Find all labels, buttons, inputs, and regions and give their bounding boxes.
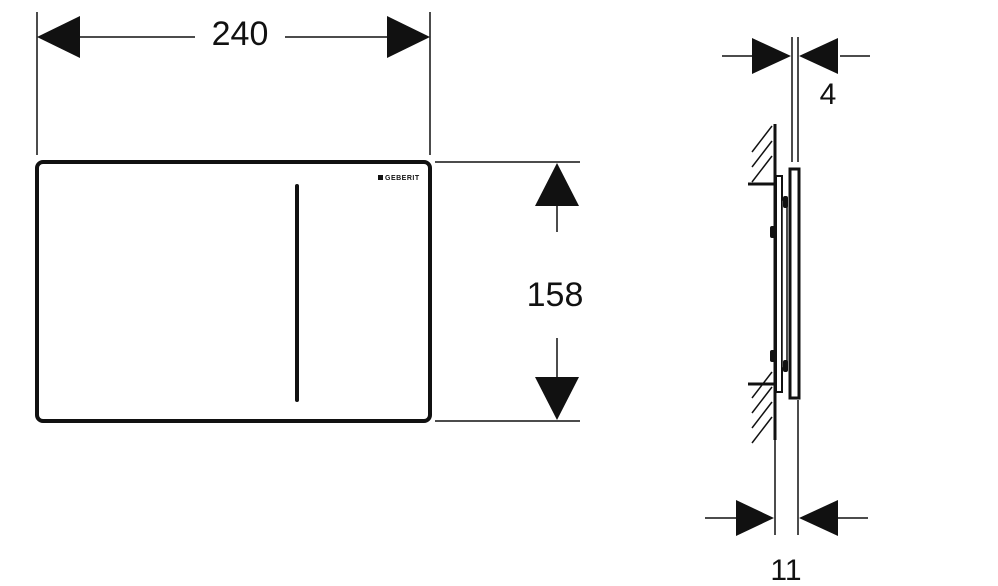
- front-view: 240 GEBERIT 158: [35, 12, 584, 423]
- depth-arrow-left-icon: [799, 500, 838, 536]
- thickness-arrow-left-icon: [799, 38, 838, 74]
- height-label: 158: [527, 276, 584, 314]
- height-arrow-up-icon: [535, 163, 579, 206]
- brand-logo-mark-icon: [378, 175, 383, 180]
- depth-arrow-right-icon: [736, 500, 774, 536]
- side-view: 4 11: [705, 37, 870, 586]
- fixing-top: [770, 226, 775, 238]
- frame-inner: [781, 199, 788, 369]
- plate-side-profile: [788, 167, 801, 400]
- height-arrow-down-icon: [535, 377, 579, 420]
- brand-logo: GEBERIT: [385, 175, 420, 182]
- wall-hatching: [751, 125, 773, 444]
- fixing-bottom: [770, 350, 775, 362]
- flush-plate-outline: [35, 160, 432, 423]
- depth-label: 11: [770, 554, 801, 586]
- clip-top: [783, 196, 788, 208]
- clip-bottom: [783, 360, 788, 372]
- width-arrow-right-icon: [387, 16, 430, 58]
- width-label: 240: [212, 15, 269, 53]
- mounting-frame: [775, 175, 783, 393]
- thickness-label: 4: [820, 78, 837, 111]
- width-arrow-left-icon: [37, 16, 80, 58]
- thickness-arrow-right-icon: [752, 38, 791, 74]
